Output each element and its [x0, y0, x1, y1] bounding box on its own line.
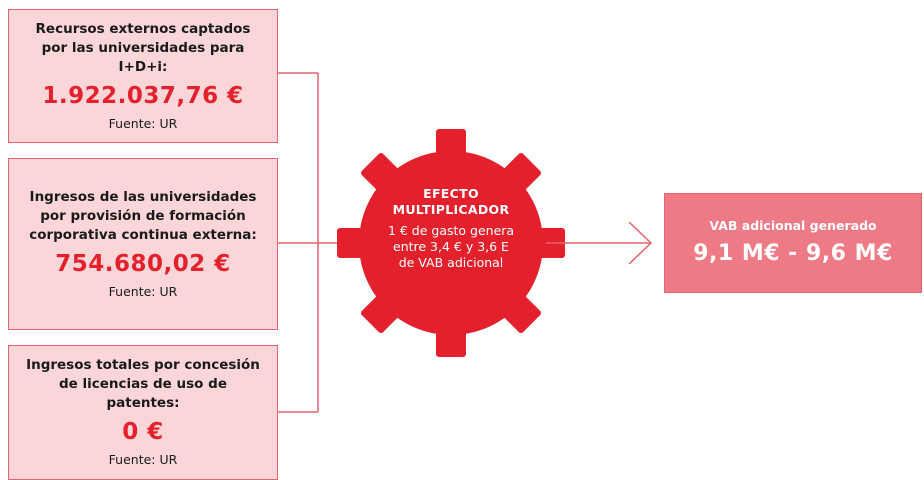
source-box-training: Ingresos de las universidades por provis…	[8, 158, 278, 330]
multiplier-title-line1: EFECTO	[423, 186, 479, 201]
arrow-head	[628, 221, 653, 265]
multiplier-text: EFECTO MULTIPLICADOR 1 € de gasto genera…	[356, 186, 546, 271]
source-citation: Fuente: UR	[108, 283, 178, 299]
result-box: VAB adicional generado 9,1 M€ - 9,6 M€	[664, 193, 922, 293]
multiplier-desc-line2: entre 3,4 € y 3,6 E	[393, 239, 509, 254]
source-citation: Fuente: UR	[108, 452, 178, 467]
gear-icon	[337, 129, 565, 357]
source-box-research: Recursos externos captados por las unive…	[8, 9, 278, 143]
multiplier-desc-line1: 1 € de gasto genera	[387, 223, 515, 238]
source-box-patents: Ingresos totales por concesión de licenc…	[8, 345, 278, 480]
source-title: Ingresos totales por concesión de licenc…	[26, 357, 260, 411]
source-citation: Fuente: UR	[108, 115, 178, 131]
result-value: 9,1 M€ - 9,6 M€	[693, 241, 893, 266]
source-value: 0 €	[122, 419, 164, 445]
multiplier-desc-line3: de VAB adicional	[398, 255, 504, 270]
multiplier-title-line2: MULTIPLICADOR	[392, 202, 510, 217]
source-value: 754.680,02 €	[55, 250, 231, 277]
result-label: VAB adicional generado	[709, 218, 877, 233]
source-title: Recursos externos captados por las unive…	[35, 20, 251, 75]
multiplier-description: 1 € de gasto genera entre 3,4 € y 3,6 E …	[356, 223, 546, 271]
source-title: Ingresos de las universidades por provis…	[29, 188, 257, 243]
multiplier-title: EFECTO MULTIPLICADOR	[356, 186, 546, 218]
source-value: 1.922.037,76 €	[42, 82, 244, 109]
